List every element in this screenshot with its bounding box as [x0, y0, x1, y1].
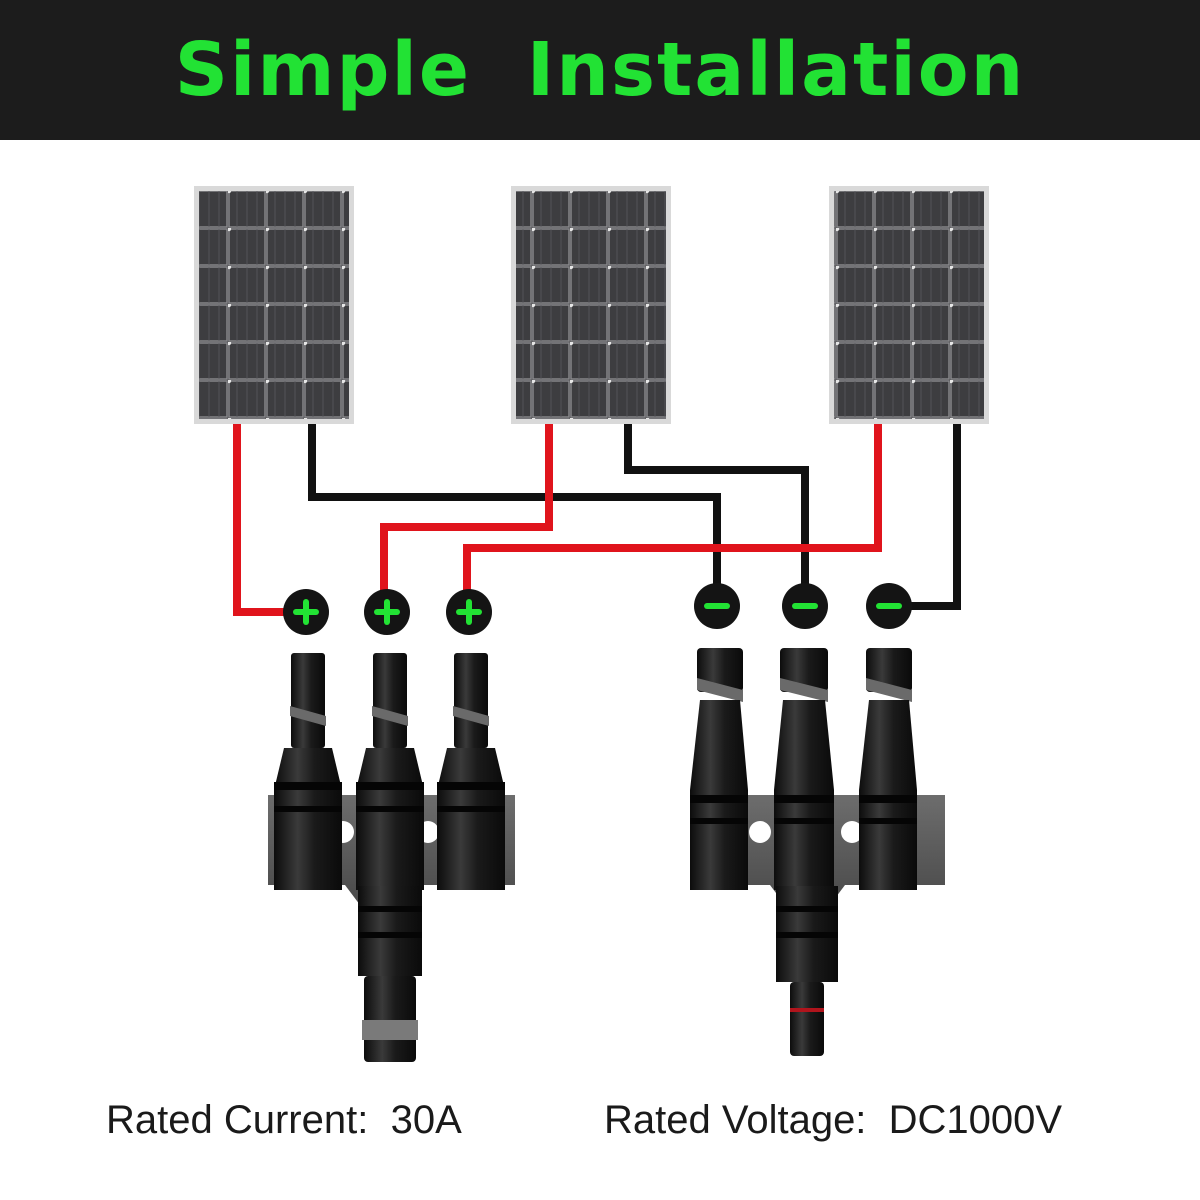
rated-voltage-label: Rated Voltage:: [604, 1098, 867, 1142]
solar-panel-3: [829, 186, 989, 424]
wiring-diagram: [194, 186, 989, 1062]
negative-branch-connector: [690, 648, 945, 1056]
positive-terminal-badges: [283, 589, 492, 635]
positive-branch-connector: [268, 653, 515, 1062]
rated-current-value: 30A: [390, 1098, 462, 1142]
page-title: Simple Installation: [174, 27, 1026, 113]
rated-voltage-value: DC1000V: [888, 1098, 1063, 1142]
rated-current-label: Rated Current:: [106, 1098, 369, 1142]
title-banner: Simple Installation: [0, 0, 1200, 140]
negative-terminal-badges: [694, 583, 912, 629]
rated-voltage-spec: Rated Voltage: DC1000V: [604, 1098, 1062, 1143]
rated-current-spec: Rated Current: 30A: [106, 1098, 462, 1143]
negative-wire-1: [308, 424, 721, 598]
negative-wire-3: [905, 424, 961, 610]
positive-wire-2: [380, 424, 553, 596]
positive-wire-3: [463, 424, 882, 596]
solar-panel-1: [194, 186, 354, 424]
positive-wire-1: [233, 424, 295, 616]
solar-panel-2: [511, 186, 671, 424]
negative-wire-2: [624, 424, 809, 598]
